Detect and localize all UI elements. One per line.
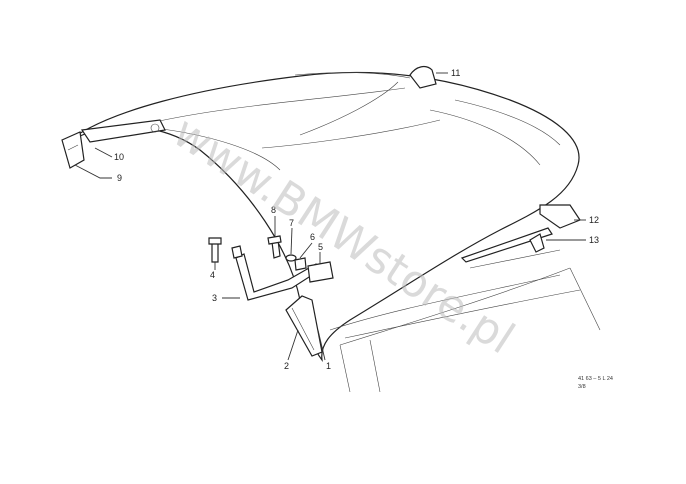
diagram-sheet: 3/8 xyxy=(578,384,586,390)
rear-trim-assembly xyxy=(460,204,581,263)
pillar-trim xyxy=(285,295,323,357)
callout-5: 5 xyxy=(318,242,323,252)
callout-1: 1 xyxy=(326,361,331,371)
callout-10: 10 xyxy=(114,152,124,162)
callout-13: 13 xyxy=(589,235,599,245)
left-hinge-assembly xyxy=(61,119,166,169)
callout-4: 4 xyxy=(210,270,215,280)
callout-3: 3 xyxy=(212,293,217,303)
diagram-code: 41 63 – 5 L 24 xyxy=(578,376,613,382)
car-body-outline xyxy=(339,249,601,393)
callout-12: 12 xyxy=(589,215,599,225)
hardtop-shell xyxy=(69,71,581,363)
callout-labels: 11 10 9 12 13 8 7 6 5 4 3 2 1 xyxy=(114,68,599,371)
callout-6: 6 xyxy=(310,232,315,242)
callout-11: 11 xyxy=(451,68,460,78)
leader-lines xyxy=(74,72,586,361)
hinge-bracket-assembly xyxy=(208,235,334,301)
callout-2: 2 xyxy=(284,361,289,371)
callout-7: 7 xyxy=(289,218,294,228)
callout-9: 9 xyxy=(117,173,122,183)
roof-seal-strip xyxy=(299,65,437,136)
callout-8: 8 xyxy=(271,205,276,215)
